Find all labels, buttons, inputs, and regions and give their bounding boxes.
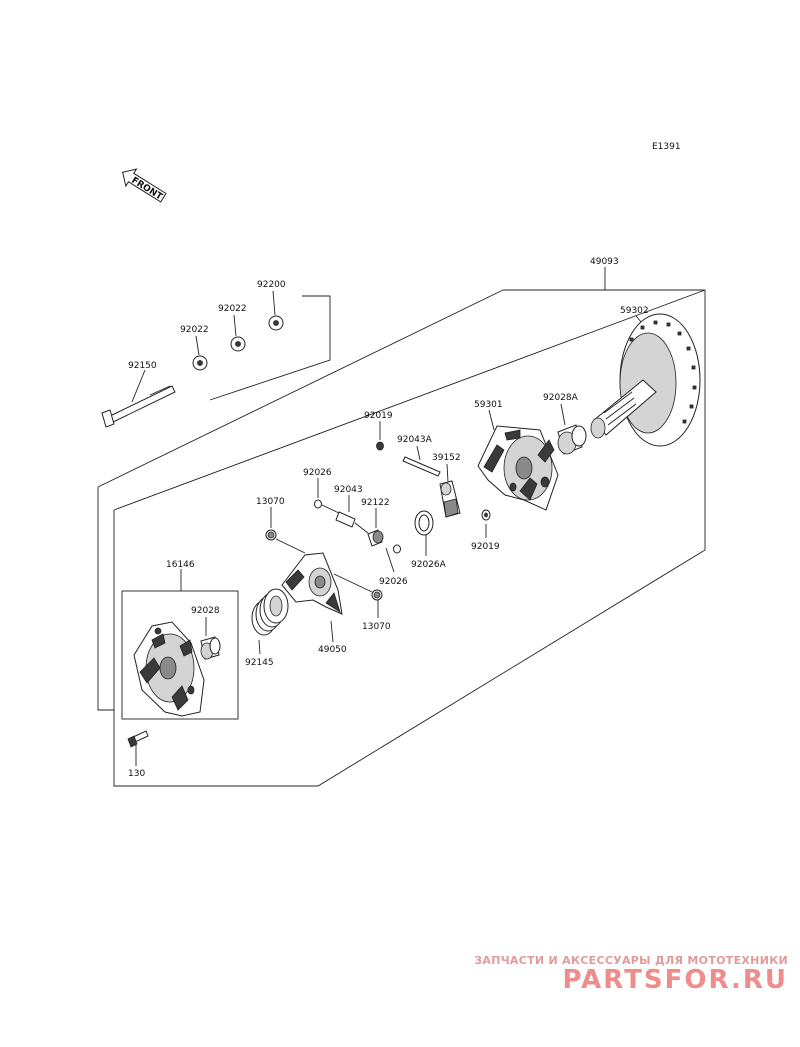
bracket-92200-outline <box>209 295 331 401</box>
assembly-16146-outline <box>121 569 239 720</box>
bushing-92028A <box>557 403 587 455</box>
assembly-49093-outline <box>97 267 706 787</box>
watermark: ЗАПЧАСТИ И АКСЕССУАРЫ ДЛЯ МОТОТЕХНИКИ PA… <box>474 954 788 995</box>
washer-92026-a <box>314 478 322 509</box>
washer-92200 <box>268 290 284 331</box>
bushing-13070-b <box>333 573 383 618</box>
label-92043A: 92043A <box>397 435 433 445</box>
label-92019-b: 92019 <box>471 542 500 552</box>
spider-49050 <box>281 552 343 643</box>
label-92145: 92145 <box>245 658 274 668</box>
label-92019-a: 92019 <box>364 411 393 421</box>
label-49050: 49050 <box>318 645 347 655</box>
spring-92145 <box>251 588 289 655</box>
bushing-13070-a <box>265 507 306 554</box>
label-16146: 16146 <box>166 560 195 570</box>
nut-92019-b <box>481 509 491 538</box>
label-130: 130 <box>128 769 145 779</box>
washer-92022-b <box>230 314 246 352</box>
label-13070-a: 13070 <box>256 497 285 507</box>
watermark-logo: PARTSFOR.RU <box>562 965 788 995</box>
label-92043: 92043 <box>334 485 363 495</box>
pin-92043A <box>402 445 441 477</box>
bolt-92150 <box>101 369 176 428</box>
label-92122: 92122 <box>361 498 390 508</box>
pin-92043 <box>321 495 356 528</box>
label-92022-a: 92022 <box>180 325 209 335</box>
label-92028A: 92028A <box>543 393 579 403</box>
bushing-92028 <box>200 617 221 660</box>
label-92022-b: 92022 <box>218 304 247 314</box>
sheave-59302 <box>590 313 701 447</box>
label-59302: 59302 <box>620 306 649 316</box>
weight-39152 <box>439 463 461 518</box>
front-arrow-icon: FRONT <box>122 168 167 203</box>
label-59301: 59301 <box>474 400 503 410</box>
label-49093: 49093 <box>590 257 619 267</box>
label-92200: 92200 <box>257 280 286 290</box>
label-39152: 39152 <box>432 453 461 463</box>
label-92026A: 92026A <box>411 560 447 570</box>
label-92028: 92028 <box>191 606 220 616</box>
nut-92019-a <box>376 421 384 451</box>
movable-sheave-59301 <box>477 409 559 511</box>
label-92026-a: 92026 <box>303 468 332 478</box>
label-13070-b: 13070 <box>362 622 391 632</box>
bolt-130 <box>127 730 149 766</box>
washer-92022-a <box>192 335 208 371</box>
watermark-tagline: ЗАПЧАСТИ И АКСЕССУАРЫ ДЛЯ МОТОТЕХНИКИ <box>474 954 788 967</box>
label-92150: 92150 <box>128 361 157 371</box>
roller-92122 <box>354 508 384 547</box>
label-92026-b: 92026 <box>379 577 408 587</box>
ring-92026A <box>414 510 434 556</box>
cover-16146 <box>133 621 205 717</box>
diagram-code: E1391 <box>652 142 681 152</box>
washer-92026-b <box>385 544 401 573</box>
